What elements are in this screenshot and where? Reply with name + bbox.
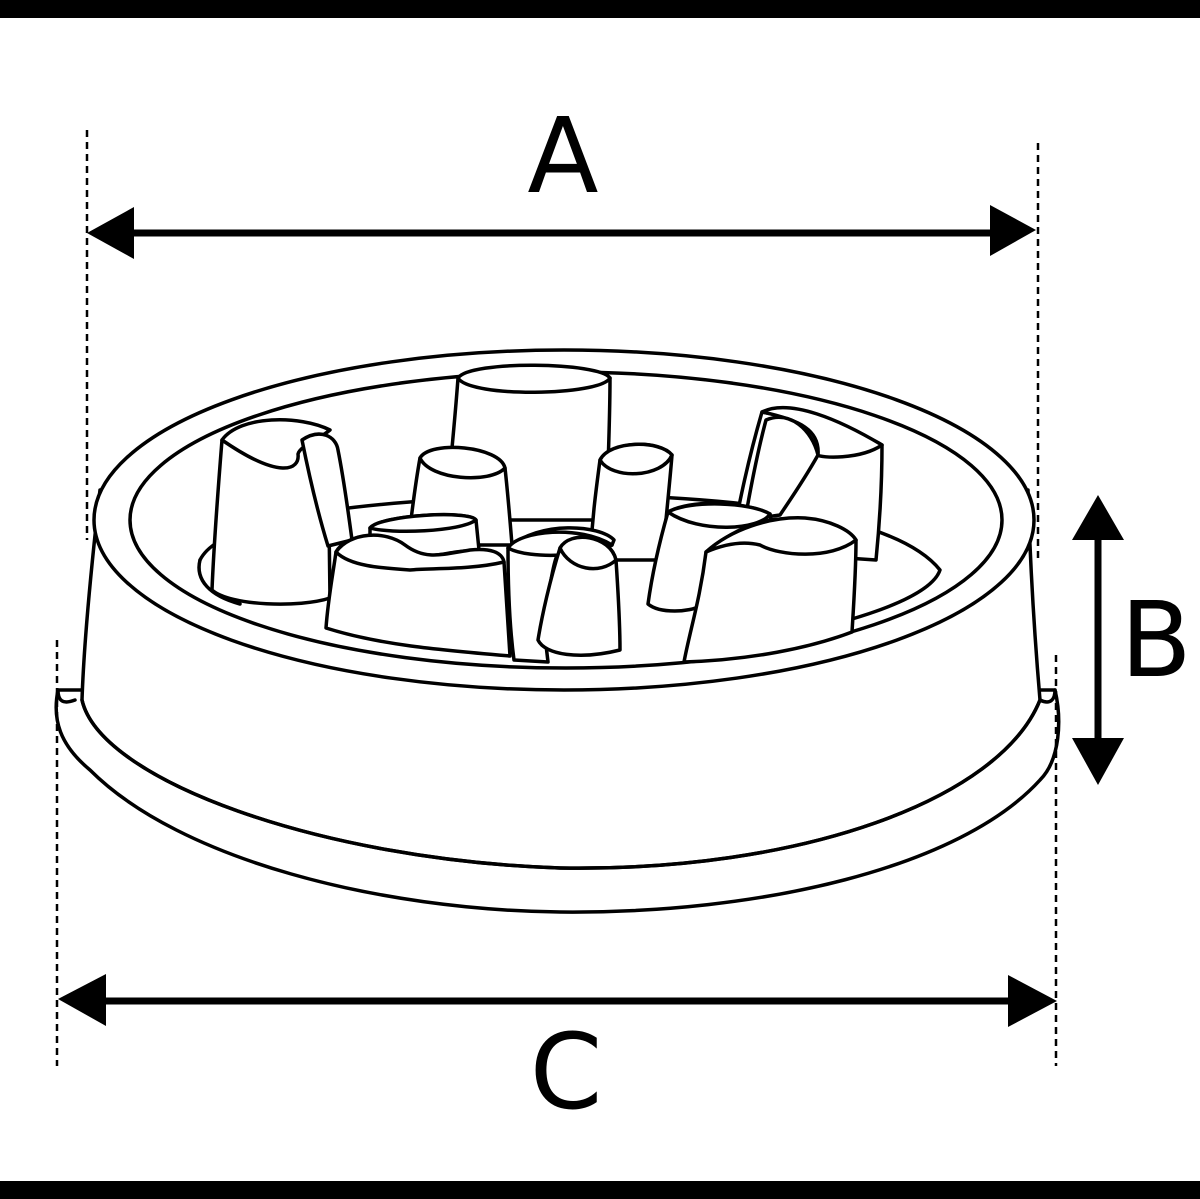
dimension-c-left-arrowhead xyxy=(58,974,106,1026)
ridge-front-center-post xyxy=(536,535,622,657)
dimension-a-label: A xyxy=(527,95,598,217)
top-border-band xyxy=(0,0,1200,18)
dimension-b: B xyxy=(1072,495,1192,785)
dimension-a-right-arrowhead xyxy=(990,205,1036,256)
dimension-a-left-arrowhead xyxy=(87,207,134,259)
dimension-c-label: C xyxy=(530,1011,603,1133)
dimension-b-bottom-arrowhead xyxy=(1072,738,1124,785)
ridge-back-left xyxy=(210,418,354,606)
dimension-c: C xyxy=(55,640,1058,1133)
dimension-b-label: B xyxy=(1120,579,1191,701)
dimension-b-top-arrowhead xyxy=(1072,495,1124,540)
dimension-c-right-arrowhead xyxy=(1008,975,1057,1027)
bottom-border-band xyxy=(0,1181,1200,1199)
dimension-a: A xyxy=(85,95,1040,560)
ridge-front-right xyxy=(682,516,858,664)
ridge-front-left xyxy=(324,533,512,658)
